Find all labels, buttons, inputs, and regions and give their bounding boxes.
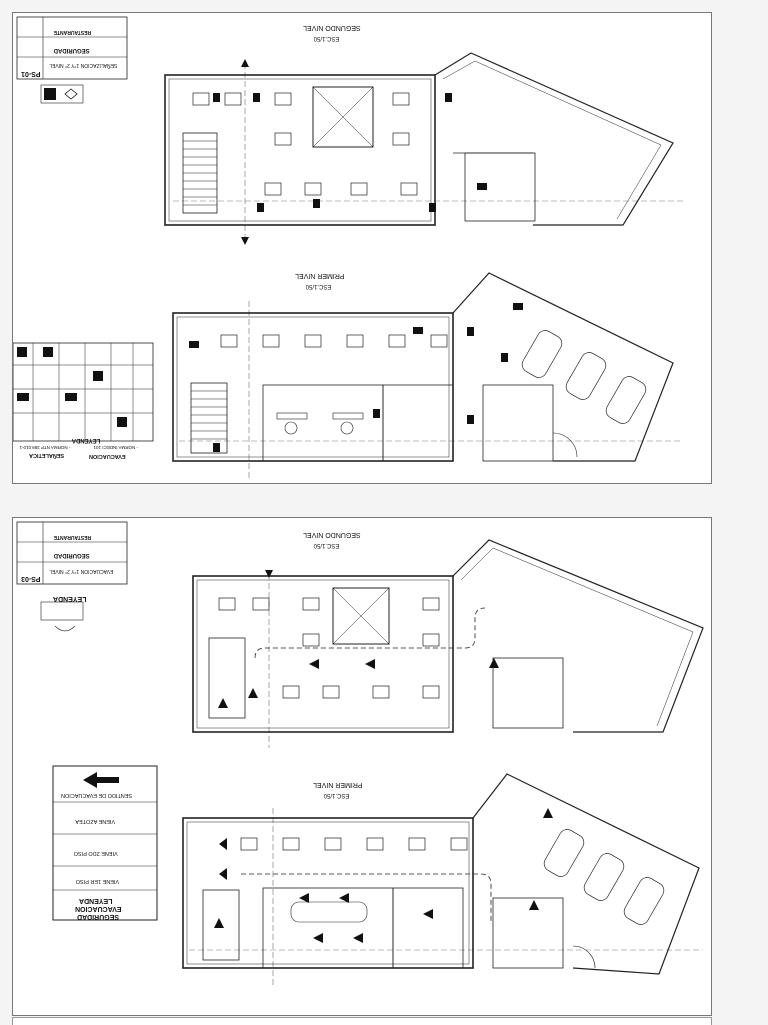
- lower-evac-plan: PRIMER NIVEL ESC.1/50: [182, 773, 703, 988]
- evac-legend-box: SENTIDO DE EVACUACION VIENE AZOTEA VIENE…: [52, 765, 158, 921]
- sheet-code-2: PS-03: [21, 575, 41, 582]
- lower-plan-scale: ESC.1/50: [305, 283, 331, 289]
- legend-norm: - NORMA NTP 399.010-1: [19, 445, 70, 450]
- legend-title: LEYENDA: [71, 437, 100, 443]
- sheet-code: PS-01: [21, 70, 41, 77]
- specialty-2: SEGURIDAD: [53, 552, 90, 558]
- signage-sample: [40, 84, 84, 104]
- lower-plan-title: PRIMER NIVEL: [295, 272, 345, 279]
- lower-evac-title: PRIMER NIVEL: [313, 781, 363, 788]
- upper-plan-title: SEGUNDO NIVEL: [303, 24, 361, 31]
- sheet-title: SEÑALIZACION 1°Y 2° NIVEL: [49, 62, 117, 69]
- upper-plan: SEGUNDO NIVEL ESC.1/50: [164, 24, 683, 245]
- evac-legend-title1: SEGURIDAD: [77, 913, 119, 920]
- project-name-2: RESTAURANTE: [53, 534, 91, 540]
- legend-norm2: - NORMA INDECI 101: [93, 445, 138, 450]
- legend-sub2: EVACUACION: [89, 453, 126, 459]
- signage-legend-table: SEÑALETICA EVACUACION - NORMA NTP 399.01…: [13, 342, 154, 459]
- evac-legend-item-2: VIENE 2DO PISO: [73, 850, 118, 856]
- title-block: PS-01 RESTAURANTE SEGURIDAD SEÑALIZACION…: [16, 16, 128, 80]
- sheet-ps-03-drawing: PS-03 RESTAURANTE SEGURIDAD EVACUACION 1…: [16, 521, 704, 988]
- evac-legend-item-3: VIENE 1ER PISO: [75, 878, 119, 884]
- lower-evac-scale: ESC.1/50: [323, 792, 349, 798]
- legend-title-2: LEYENDA: [53, 595, 86, 602]
- evac-legend-title2: EVACUACION: [75, 905, 122, 912]
- title-block-2: PS-03 RESTAURANTE SEGURIDAD EVACUACION 1…: [16, 521, 128, 632]
- evac-legend-item-0: SENTIDO DE EVACUACION: [61, 792, 132, 798]
- upper-plan-scale: ESC.1/50: [313, 35, 339, 41]
- sheet-title-2: EVACUACION 1°Y 2° NIVEL: [49, 568, 113, 574]
- sheet-ps-01: PS-01 RESTAURANTE SEGURIDAD SEÑALIZACION…: [12, 12, 712, 484]
- upper-evac-title: SEGUNDO NIVEL: [303, 531, 361, 538]
- sheet-ps-03: PS-03 RESTAURANTE SEGURIDAD EVACUACION 1…: [12, 517, 712, 1016]
- upper-evac-plan: SEGUNDO NIVEL ESC.1/50: [192, 531, 704, 748]
- upper-evac-scale: ESC.1/50: [313, 542, 339, 548]
- evac-arrow-icon: [83, 772, 119, 788]
- lower-plan: PRIMER NIVEL ESC.1/50: [172, 272, 683, 481]
- project-name: RESTAURANTE: [53, 29, 91, 35]
- specialty: SEGURIDAD: [53, 47, 90, 53]
- legend-sub1: SEÑALETICA: [29, 452, 64, 459]
- next-sheet-edge: [12, 1017, 712, 1025]
- evac-legend-title3: LEYENDA: [79, 897, 112, 904]
- evac-legend-item-1: VIENE AZOTEA: [75, 818, 115, 824]
- sheet-ps-01-drawing: PS-01 RESTAURANTE SEGURIDAD SEÑALIZACION…: [13, 16, 683, 481]
